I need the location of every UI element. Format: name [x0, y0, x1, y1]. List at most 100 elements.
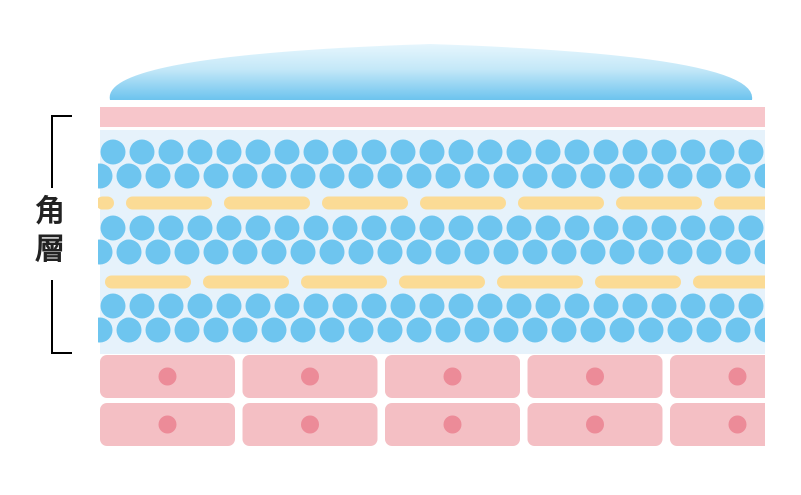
basal-cell [670, 403, 765, 446]
cell-circle [145, 317, 171, 343]
cell-circle [593, 293, 619, 319]
cell-circle [506, 139, 532, 165]
cell-circle [377, 239, 403, 265]
cell-circle [245, 139, 271, 165]
stratum-corneum-label-char-2: 層 [35, 232, 65, 267]
lipid-bar [518, 196, 604, 210]
cell-circle [680, 293, 706, 319]
cell-circle [580, 317, 606, 343]
cell-circle [332, 293, 358, 319]
cell-circle [216, 215, 242, 241]
cell-circle [448, 139, 474, 165]
lipid-bar [791, 276, 801, 289]
cell-circle [377, 163, 403, 189]
lipid-bar [98, 196, 114, 210]
lipid-bar [399, 275, 485, 289]
basal-cell [670, 355, 765, 398]
cell-circle [116, 163, 142, 189]
lipid-bar [301, 275, 387, 289]
cell-circle [696, 163, 722, 189]
cell-circle [696, 317, 722, 343]
lipid-layers [98, 196, 801, 289]
lipid-bar [224, 196, 310, 210]
cell-nucleus [301, 415, 319, 434]
cell-circle [464, 163, 490, 189]
cell-circle [593, 139, 619, 165]
cell-circle [406, 317, 432, 343]
cell-circle [609, 163, 635, 189]
lipid-bar [105, 275, 191, 289]
cell-nucleus [443, 367, 462, 386]
lipid-bar [714, 196, 765, 210]
cell-circle [116, 239, 142, 265]
cell-circle [348, 239, 374, 265]
cell-circle [493, 163, 519, 189]
cell-circle [564, 293, 590, 319]
cell-circle [319, 239, 345, 265]
cell-nucleus [728, 415, 747, 434]
cell-nucleus [586, 367, 604, 386]
cell-circle [754, 239, 765, 265]
water-droplet-shape [109, 44, 753, 100]
cell-circle [232, 163, 258, 189]
cell-circle [245, 215, 271, 241]
cell-circle [564, 139, 590, 165]
cell-circle [580, 163, 606, 189]
cell-nucleus [158, 415, 177, 434]
cell-circle [100, 293, 126, 319]
cell-circle [522, 239, 548, 265]
cell-circle [419, 293, 445, 319]
cell-circle [129, 215, 155, 241]
cell-circle [435, 163, 461, 189]
cell-circle [551, 239, 577, 265]
cell-circle [232, 317, 258, 343]
cell-circle [98, 239, 113, 265]
cell-circle [738, 293, 764, 319]
cell-circle [477, 215, 503, 241]
cell-circle [738, 215, 764, 241]
cell-circle [638, 317, 664, 343]
cell-circle [435, 239, 461, 265]
cell-circle [290, 317, 316, 343]
cell-circle [274, 139, 300, 165]
cell-circle [203, 163, 229, 189]
cell-circle [174, 239, 200, 265]
cell-circle [622, 215, 648, 241]
cell-circle [667, 239, 693, 265]
cell-circle [754, 317, 765, 343]
cell-circle [609, 239, 635, 265]
cell-circle [332, 215, 358, 241]
cell-circle [551, 163, 577, 189]
cell-circle [725, 317, 751, 343]
corneocyte-cells [98, 139, 765, 343]
cell-circle [464, 239, 490, 265]
cell-circle [667, 163, 693, 189]
cell-circle [290, 163, 316, 189]
cell-circle [622, 293, 648, 319]
cell-circle [100, 215, 126, 241]
cell-circle [390, 293, 416, 319]
cell-circle [477, 293, 503, 319]
lipid-bar [693, 275, 765, 289]
cell-circle [725, 163, 751, 189]
cell-circle [593, 215, 619, 241]
cell-circle [332, 139, 358, 165]
cell-circle [377, 317, 403, 343]
cell-circle [638, 163, 664, 189]
cell-circle [274, 293, 300, 319]
cell-circle [187, 293, 213, 319]
cell-circle [158, 215, 184, 241]
cell-circle [348, 317, 374, 343]
cell-circle [696, 239, 722, 265]
cell-circle [535, 293, 561, 319]
lipid-bar [497, 275, 583, 289]
cell-circle [738, 139, 764, 165]
cell-circle [216, 139, 242, 165]
cell-circle [116, 317, 142, 343]
cell-circle [245, 293, 271, 319]
cell-nucleus [728, 367, 747, 386]
cell-circle [709, 139, 735, 165]
cell-circle [174, 163, 200, 189]
cell-circle [493, 317, 519, 343]
